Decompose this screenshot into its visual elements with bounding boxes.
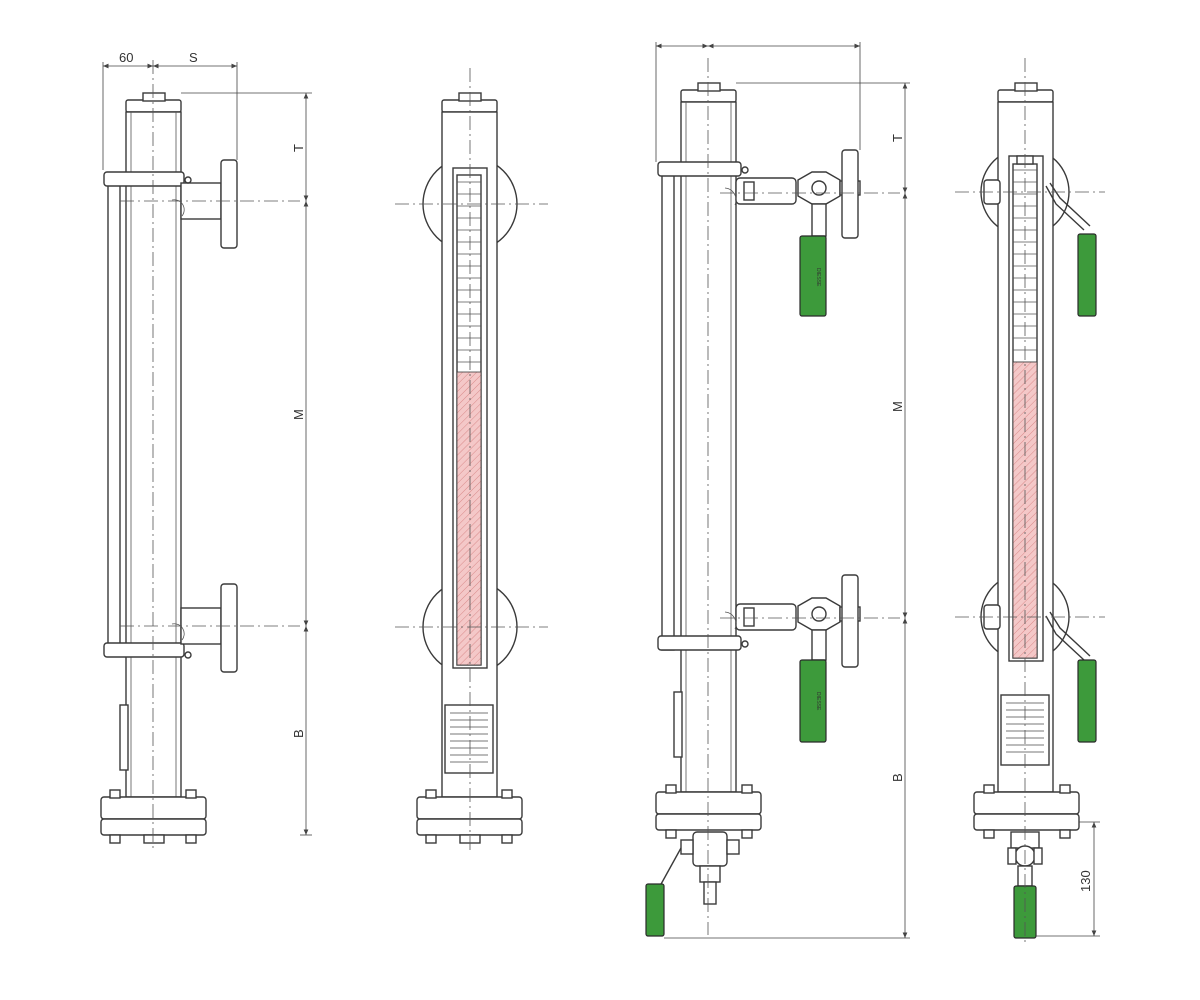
dimension-t-2: T (890, 134, 905, 142)
level-indicator-red-2 (1012, 361, 1038, 659)
level-indicator-red (456, 371, 482, 666)
dimension-60: 60 (119, 50, 133, 65)
dimension-b: B (291, 729, 306, 738)
nameplate (450, 712, 488, 763)
handle-label-lower: DIESSE (815, 692, 821, 711)
valve-handle-upper-front[interactable] (1077, 233, 1097, 317)
view-side-valves: DIESSE DIESSE (645, 58, 900, 937)
dimension-130: 130 (1078, 870, 1093, 892)
handle-label-upper: DIESSE (815, 268, 821, 287)
view-front-indicator (395, 68, 548, 850)
view-side-dimensions: 60 S T M B (102, 50, 312, 836)
dimension-b-2: B (890, 773, 905, 782)
view-front-valves (955, 58, 1105, 945)
dimension-m-2: M (890, 401, 905, 412)
dimension-m: M (291, 409, 306, 420)
view-front-valves-dimensions: 130 (1036, 821, 1100, 937)
valve-handle-lower[interactable] (799, 659, 827, 743)
view-valves-dimensions: T M B (655, 42, 910, 939)
valve-handle-lower-front[interactable] (1077, 659, 1097, 743)
dimension-t: T (291, 144, 306, 152)
view-side-flanged (100, 60, 300, 850)
valve-handle-upper[interactable] (799, 235, 827, 317)
dimension-s: S (189, 50, 198, 65)
drain-handle[interactable] (645, 883, 665, 937)
